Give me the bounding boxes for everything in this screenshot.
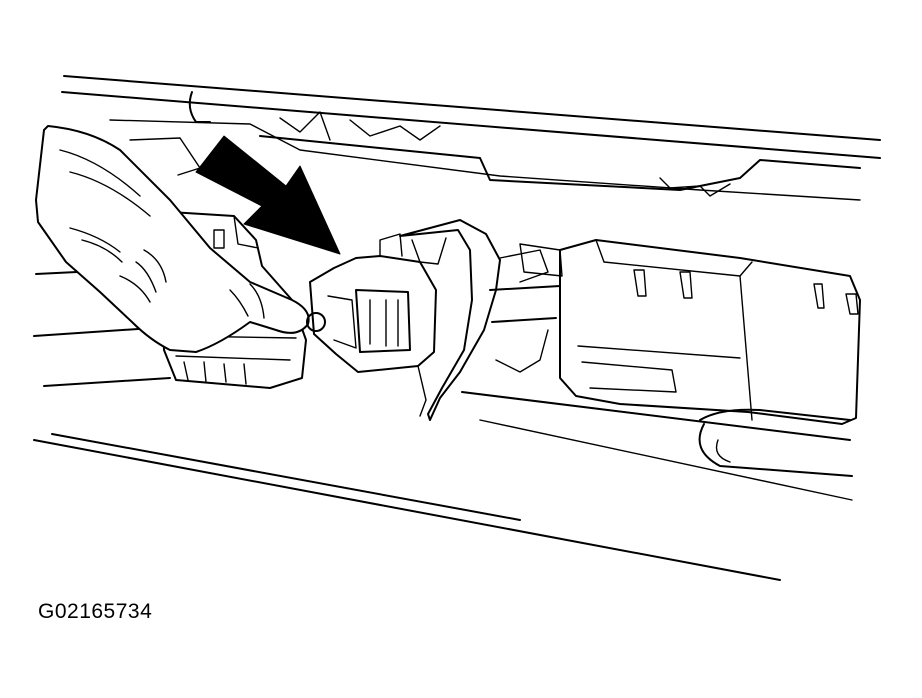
lower-trim-lines <box>33 267 853 581</box>
right-control-box <box>519 239 861 425</box>
wire-harness <box>399 219 561 421</box>
dashboard-upper-panel <box>61 75 881 201</box>
lower-air-duct <box>698 408 853 477</box>
figure-code: G02165734 <box>38 600 153 623</box>
arrow-icon <box>195 135 341 255</box>
technician-hand <box>35 125 310 353</box>
electrical-connector <box>306 233 437 417</box>
